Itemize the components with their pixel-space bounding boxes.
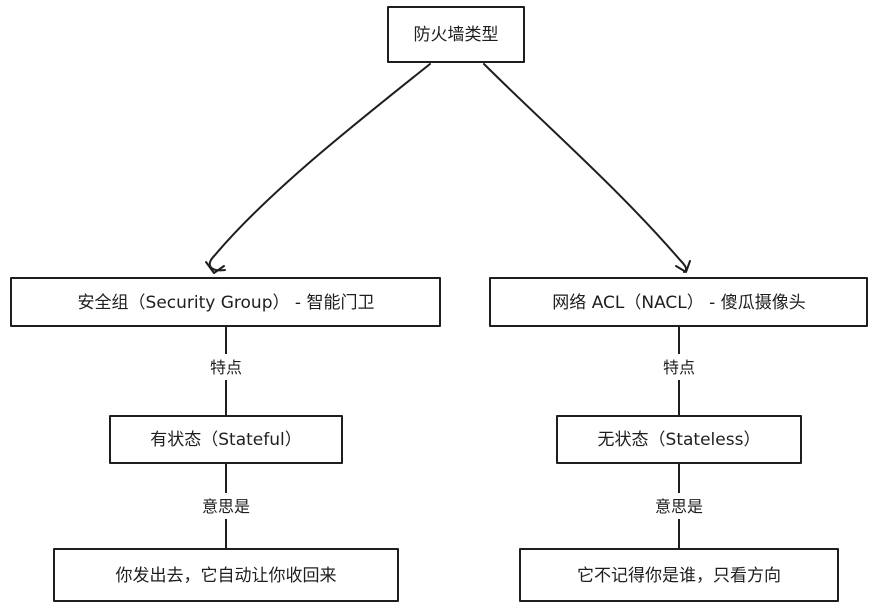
edge-root-to-nacl-arrowhead [675,260,691,273]
edge-label-left-feature: 特点 [210,358,242,377]
left-meaning-node-label: 你发出去，它自动让你收回来 [116,566,337,586]
nacl-node: 网络 ACL（NACL） - 傻瓜摄像头 [489,277,868,327]
security-group-node: 安全组（Security Group） - 智能门卫 [10,277,441,327]
stateless-node: 无状态（Stateless） [556,415,802,464]
root-node-label: 防火墙类型 [414,25,499,45]
edge-label-left-meaning: 意思是 [202,497,250,516]
right-meaning-node-label: 它不记得你是谁，只看方向 [577,566,781,586]
root-node: 防火墙类型 [387,6,525,63]
stateful-node-label: 有状态（Stateful） [150,430,301,450]
nacl-node-label: 网络 ACL（NACL） - 傻瓜摄像头 [552,293,805,313]
edge-label-right-feature: 特点 [663,358,695,377]
left-meaning-node: 你发出去，它自动让你收回来 [53,548,399,602]
edge-root-to-security-group-arrowhead [205,261,225,274]
stateless-node-label: 无状态（Stateless） [598,430,761,450]
stateful-node: 有状态（Stateful） [109,415,343,464]
right-meaning-node: 它不记得你是谁，只看方向 [519,548,839,602]
edge-label-right-meaning: 意思是 [655,497,703,516]
edge-root-to-security-group [208,63,431,272]
security-group-node-label: 安全组（Security Group） - 智能门卫 [78,293,375,313]
edge-root-to-nacl [483,63,688,273]
